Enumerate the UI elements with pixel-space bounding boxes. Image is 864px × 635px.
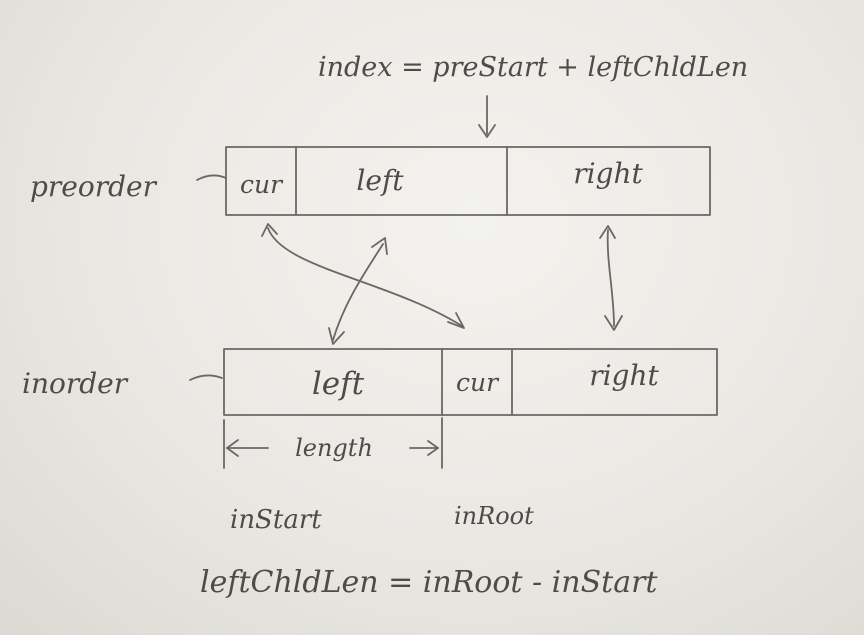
inorder-cell-cur: cur [456, 368, 500, 397]
inorder-label-connector [189, 374, 223, 381]
right-mapping-arrow [599, 225, 623, 331]
preorder-array: cur left right [225, 146, 711, 216]
inorder-cell-left: left [312, 366, 365, 402]
inorder-box [223, 348, 718, 416]
preorder-cell-cur: cur [240, 170, 284, 199]
formula-top: index = preStart + leftChldLen [318, 52, 748, 83]
preorder-box [225, 146, 711, 216]
index-pointer-arrow [478, 95, 496, 138]
preorder-label: preorder [30, 170, 158, 203]
preorder-cell-right: right [573, 157, 643, 190]
in-root-label: inRoot [454, 502, 534, 530]
formula-bottom: leftChldLen = inRoot - inStart [200, 565, 658, 600]
inorder-label: inorder [22, 367, 129, 400]
in-start-label: inStart [230, 505, 322, 535]
length-label: length [295, 434, 373, 462]
cur-mapping-arrow [261, 223, 465, 329]
inorder-cell-right: right [589, 359, 659, 392]
preorder-cell-left: left [356, 164, 404, 197]
length-bracket [223, 417, 443, 469]
left-mapping-arrow [328, 237, 388, 345]
preorder-label-connector [196, 174, 227, 181]
inorder-array: left cur right [223, 348, 718, 416]
